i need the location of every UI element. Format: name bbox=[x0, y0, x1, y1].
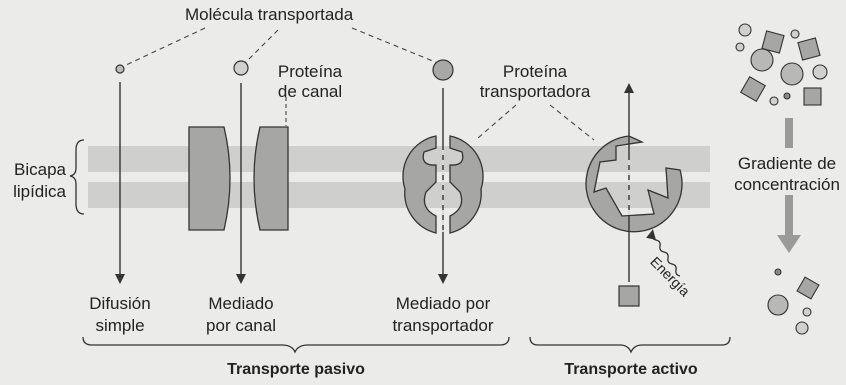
simple-diffusion-label-1: Difusión bbox=[89, 294, 151, 313]
carrier-protein-label-1: Proteína bbox=[502, 62, 568, 81]
high-concentration-cluster bbox=[735, 23, 828, 106]
gradient-label-1: Gradiente de bbox=[737, 154, 837, 173]
carrier-protein-label-2: transportadora bbox=[479, 82, 591, 101]
bilayer-bracket bbox=[69, 139, 85, 215]
passive-transport-label: Transporte pasivo bbox=[227, 361, 365, 378]
low-concentration-cluster bbox=[767, 268, 820, 335]
carrier-protein-passive bbox=[402, 135, 484, 234]
carrier-mediated-label-2: transportador bbox=[392, 316, 494, 335]
energy-wavy-arrow bbox=[646, 229, 681, 277]
molecule-title: Molécula transportada bbox=[185, 5, 354, 24]
molecule-leader-lines bbox=[123, 27, 441, 67]
lipid-bilayer bbox=[88, 146, 710, 208]
passive-transport-brace bbox=[82, 336, 510, 354]
carrier-protein-active bbox=[585, 135, 683, 233]
channel-protein-label-1: Proteína bbox=[277, 62, 343, 81]
channel-mediated-label-1: Mediado bbox=[208, 294, 274, 313]
gradient-arrow bbox=[777, 118, 801, 253]
bilayer-label-2: lipídica bbox=[13, 182, 66, 201]
carrier-protein-leaders bbox=[477, 104, 595, 141]
bilayer-label-1: Bicapa bbox=[14, 160, 66, 179]
carrier-mediated-label-1: Mediado por bbox=[395, 294, 491, 313]
gradient-label-2: concentración bbox=[734, 175, 840, 194]
simple-diffusion-label-2: simple bbox=[95, 316, 145, 335]
channel-mediated-label-2: por canal bbox=[206, 316, 276, 335]
channel-protein-label-2: de canal bbox=[277, 82, 343, 101]
molecule-medium bbox=[233, 60, 249, 76]
molecule-square bbox=[618, 285, 640, 307]
channel-protein bbox=[188, 126, 289, 231]
molecule-large bbox=[432, 59, 454, 81]
molecule-small bbox=[115, 64, 125, 74]
active-transport-label: Transporte activo bbox=[564, 361, 698, 378]
active-transport-brace bbox=[529, 336, 731, 354]
